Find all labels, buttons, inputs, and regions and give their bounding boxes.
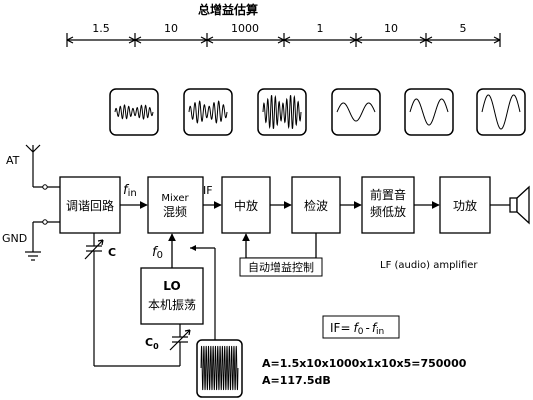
gain-label-1: 1.5 — [92, 22, 110, 35]
gain-ruler — [66, 33, 501, 47]
gain-label-4: 1 — [317, 22, 324, 35]
diagram-title: 总增益估算 — [198, 2, 258, 17]
preamp-label-line1: 前置音 — [370, 187, 406, 202]
fin-label: fin — [123, 183, 137, 199]
detector-label: 检波 — [304, 198, 328, 213]
tuning-circuit-block — [59, 176, 121, 234]
if-formula-box — [322, 315, 400, 339]
waveform-box-6 — [476, 88, 526, 136]
antenna-icon — [25, 144, 60, 188]
ground-terminal — [42, 219, 48, 225]
tuning-capacitor-c — [84, 233, 181, 367]
preamp-block — [361, 176, 415, 234]
lo-cn-label: 本机振荡 — [148, 298, 196, 312]
agc-feedback-wire — [246, 233, 317, 259]
preamp-label-line2: 频低放 — [370, 204, 406, 219]
ground-label: GND — [2, 232, 27, 245]
if-amplifier-block — [221, 176, 271, 234]
local-oscillator-block — [140, 267, 204, 325]
waveform-4 — [336, 102, 376, 122]
lo-en-label: LO — [163, 279, 180, 293]
tuning-circuit-label: 调谐回路 — [66, 198, 114, 213]
capacitor-c-label: C — [108, 246, 116, 259]
lo-capacitor-c0 — [169, 324, 191, 351]
f0-label: f0 — [152, 245, 163, 261]
gain-label-2: 10 — [164, 22, 178, 35]
antenna-label: AT — [6, 154, 20, 167]
lo-waveform — [200, 345, 239, 391]
mixer-en-label: Mixer — [161, 193, 189, 204]
antenna-terminal — [42, 184, 48, 190]
if-amplifier-label: 中放 — [234, 198, 258, 213]
waveform-2 — [188, 100, 228, 124]
lf-amplifier-note: LF (audio) amplifier — [380, 260, 478, 271]
waveform-5 — [409, 98, 449, 126]
lo-output-arrowhead — [190, 245, 196, 251]
lo-waveform-trace — [200, 345, 239, 391]
waveform-box-4 — [331, 88, 381, 136]
waveform-1 — [114, 104, 154, 120]
speaker-icon — [509, 185, 530, 225]
waveforms — [114, 94, 521, 130]
gain-label-5: 10 — [384, 22, 398, 35]
mixer-cn-label: 混频 — [163, 205, 187, 219]
agc-label: 自动增益控制 — [248, 260, 314, 274]
capacitor-c0-label: C0 — [145, 336, 159, 351]
waveform-6 — [481, 94, 521, 130]
waveform-3 — [262, 94, 302, 130]
ground-icon — [25, 221, 60, 261]
gain-db-text: A=117.5dB — [262, 374, 331, 387]
agc-label-box — [239, 257, 323, 277]
waveform-boxes — [109, 88, 526, 136]
waveform-box-5 — [404, 88, 454, 136]
gain-label-6: 5 — [460, 22, 467, 35]
power-amp-label: 功放 — [453, 198, 477, 213]
if-formula: IF=f0-fin — [330, 321, 384, 337]
if-signal-label: IF — [203, 184, 213, 197]
gain-product-text: A=1.5x10x1000x1x10x5=750000 — [262, 357, 467, 370]
gain-label-3: 1000 — [231, 22, 259, 35]
